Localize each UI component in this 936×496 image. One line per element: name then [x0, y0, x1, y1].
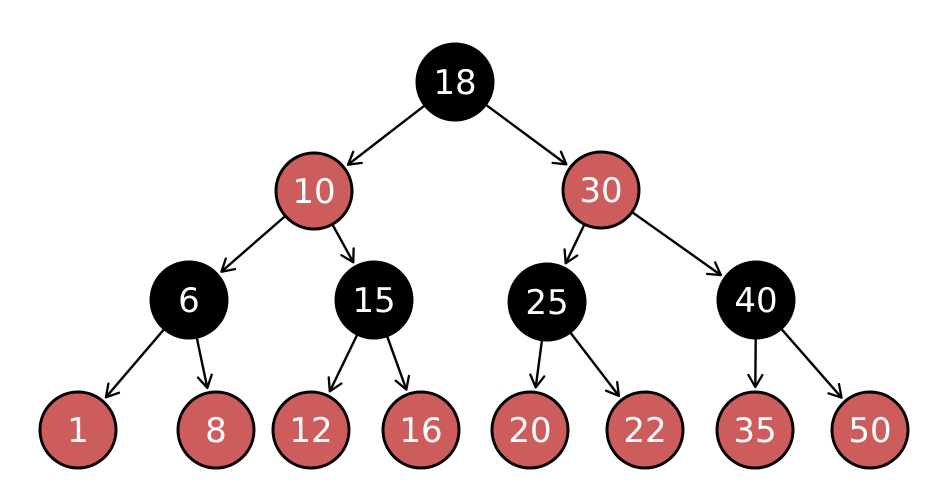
tree-node-15: 15: [334, 260, 414, 340]
tree-node-circle-40: [716, 260, 796, 340]
tree-node-circle-16: [381, 390, 461, 470]
tree-node-label-16: 16: [399, 411, 442, 451]
tree-node-6: 6: [149, 260, 229, 340]
tree-node-label-35: 35: [733, 411, 776, 451]
tree-node-circle-18: [415, 42, 495, 122]
tree-edge-18-30: [485, 104, 568, 166]
tree-edge-30-25: [563, 224, 586, 265]
tree-node-circle-15: [334, 260, 414, 340]
tree-edge-10-15: [331, 224, 355, 264]
tree-node-label-10: 10: [292, 172, 335, 212]
tree-node-label-8: 8: [205, 411, 227, 451]
tree-node-50: 50: [830, 390, 910, 470]
tree-edge-25-22: [569, 332, 621, 398]
tree-node-20: 20: [490, 390, 570, 470]
tree-node-16: 16: [381, 390, 461, 470]
tree-node-circle-50: [830, 390, 910, 470]
tree-node-1: 1: [38, 390, 118, 470]
tree-node-18: 18: [415, 42, 495, 122]
tree-node-circle-22: [605, 390, 685, 470]
tree-node-label-6: 6: [178, 281, 200, 321]
tree-node-label-12: 12: [289, 411, 332, 451]
tree-node-label-20: 20: [508, 411, 551, 451]
tree-node-circle-35: [715, 390, 795, 470]
tree-node-30: 30: [561, 150, 641, 230]
tree-node-circle-6: [149, 260, 229, 340]
tree-node-22: 22: [605, 390, 685, 470]
tree-node-circle-30: [561, 150, 641, 230]
tree-node-label-1: 1: [67, 411, 89, 451]
tree-node-circle-8: [176, 390, 256, 470]
tree-node-circle-1: [38, 390, 118, 470]
tree-node-40: 40: [716, 260, 796, 340]
tree-node-label-40: 40: [734, 281, 777, 321]
tree-node-label-22: 22: [623, 411, 666, 451]
tree-edge-15-16: [386, 336, 411, 391]
tree-node-8: 8: [176, 390, 256, 470]
tree-node-circle-25: [507, 262, 587, 342]
tree-node-label-15: 15: [352, 281, 395, 321]
tree-edge-10-6: [220, 215, 286, 273]
tree-edge-40-50: [780, 328, 843, 399]
tree-node-35: 35: [715, 390, 795, 470]
tree-node-label-50: 50: [848, 411, 891, 451]
tree-node-25: 25: [507, 262, 587, 342]
tree-edge-15-12: [327, 334, 359, 393]
tree-edge-30-40: [632, 211, 723, 277]
tree-node-circle-12: [271, 390, 351, 470]
tree-node-12: 12: [271, 390, 351, 470]
tree-node-circle-20: [490, 390, 570, 470]
tree-edge-6-1: [104, 328, 165, 399]
tree-node-10: 10: [274, 151, 354, 231]
tree-node-label-30: 30: [579, 171, 622, 211]
tree-node-circle-10: [274, 151, 354, 231]
tree-edge-6-8: [195, 337, 213, 390]
tree-edge-25-20: [529, 340, 546, 389]
tree-node-label-18: 18: [433, 63, 476, 103]
tree-node-label-25: 25: [525, 283, 568, 323]
tree-edge-18-10: [346, 104, 425, 166]
